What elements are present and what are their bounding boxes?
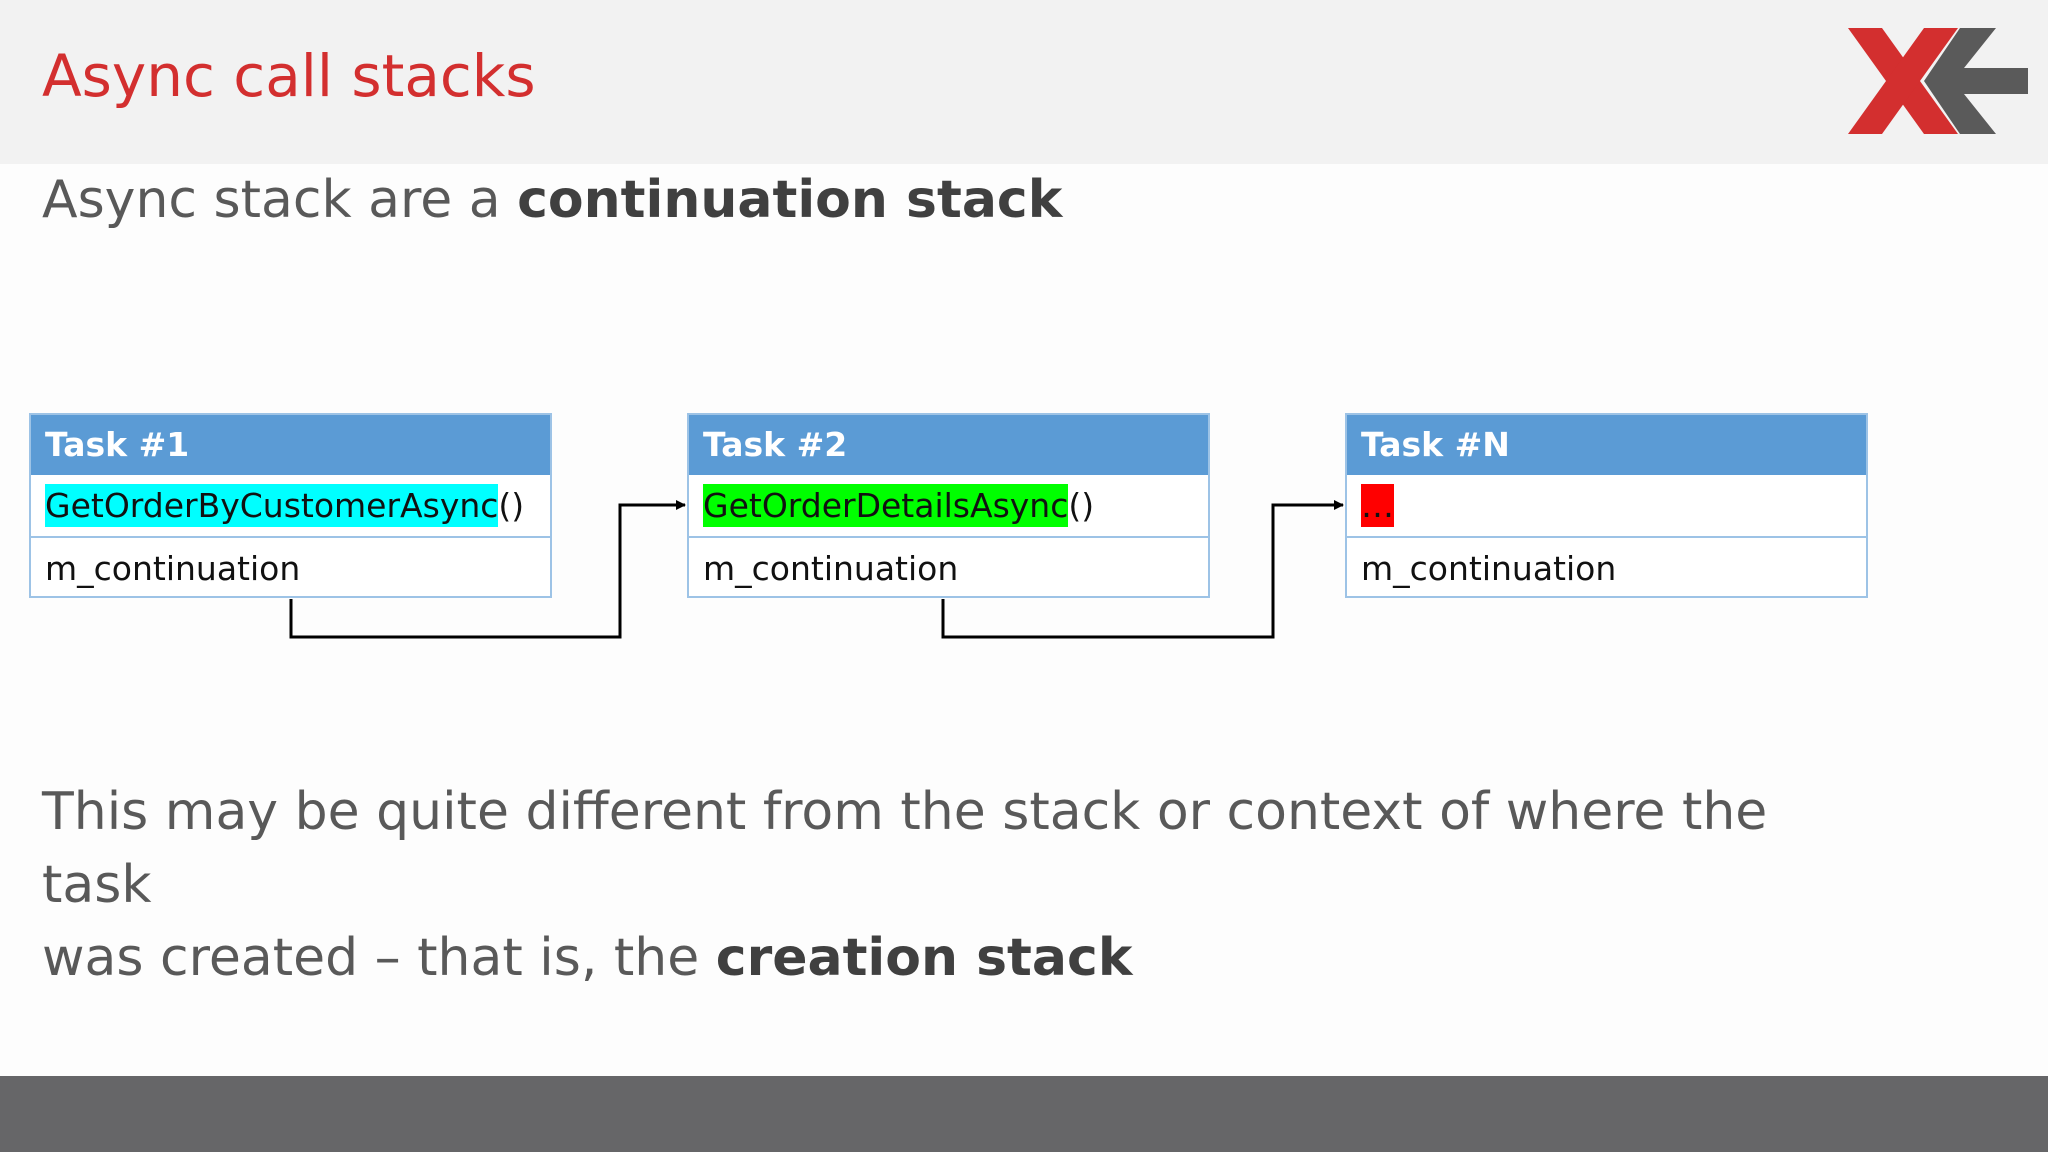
slide-title: Async call stacks [42, 42, 536, 110]
task-header: Task #N [1347, 415, 1866, 475]
task-continuation-field: m_continuation [31, 536, 550, 599]
body-line-1: This may be quite different from the sta… [42, 782, 1768, 915]
task-method-row: GetOrderDetailsAsync() [689, 475, 1208, 536]
footer-bar [0, 1076, 2048, 1152]
arrow-task1-to-task2 [289, 500, 686, 639]
task-box-1: Task #1 GetOrderByCustomerAsync() m_cont… [29, 413, 552, 598]
task-continuation-field: m_continuation [689, 536, 1208, 599]
method-suffix: () [1068, 486, 1095, 525]
method-highlight: GetOrderByCustomerAsync [45, 484, 499, 527]
arrow-task2-to-taskn [941, 500, 1344, 639]
task-method-row: GetOrderByCustomerAsync() [31, 475, 550, 536]
task-header: Task #2 [689, 415, 1208, 475]
method-suffix: () [498, 486, 525, 525]
task-method-row: … [1347, 475, 1866, 536]
logo-gray-chevron [1924, 28, 2028, 134]
subtitle: Async stack are a continuation stack [42, 170, 1062, 230]
task-continuation-field: m_continuation [1347, 536, 1866, 599]
logo-red-stroke-2 [1848, 28, 1958, 134]
method-highlight: GetOrderDetailsAsync [703, 484, 1069, 527]
body-line-2-bold: creation stack [715, 928, 1133, 988]
body-line-2: was created – that is, the creation stac… [42, 922, 1842, 995]
method-highlight: … [1361, 484, 1394, 527]
subtitle-bold: continuation stack [517, 170, 1063, 230]
brand-logo [1848, 28, 2028, 134]
task-header: Task #1 [31, 415, 550, 475]
body-line-2-prefix: was created – that is, the [42, 928, 716, 988]
subtitle-prefix: Async stack are a [42, 170, 518, 230]
task-box-n: Task #N … m_continuation [1345, 413, 1868, 598]
body-text: This may be quite different from the sta… [42, 776, 1842, 995]
header-bar [0, 0, 2048, 164]
task-box-2: Task #2 GetOrderDetailsAsync() m_continu… [687, 413, 1210, 598]
